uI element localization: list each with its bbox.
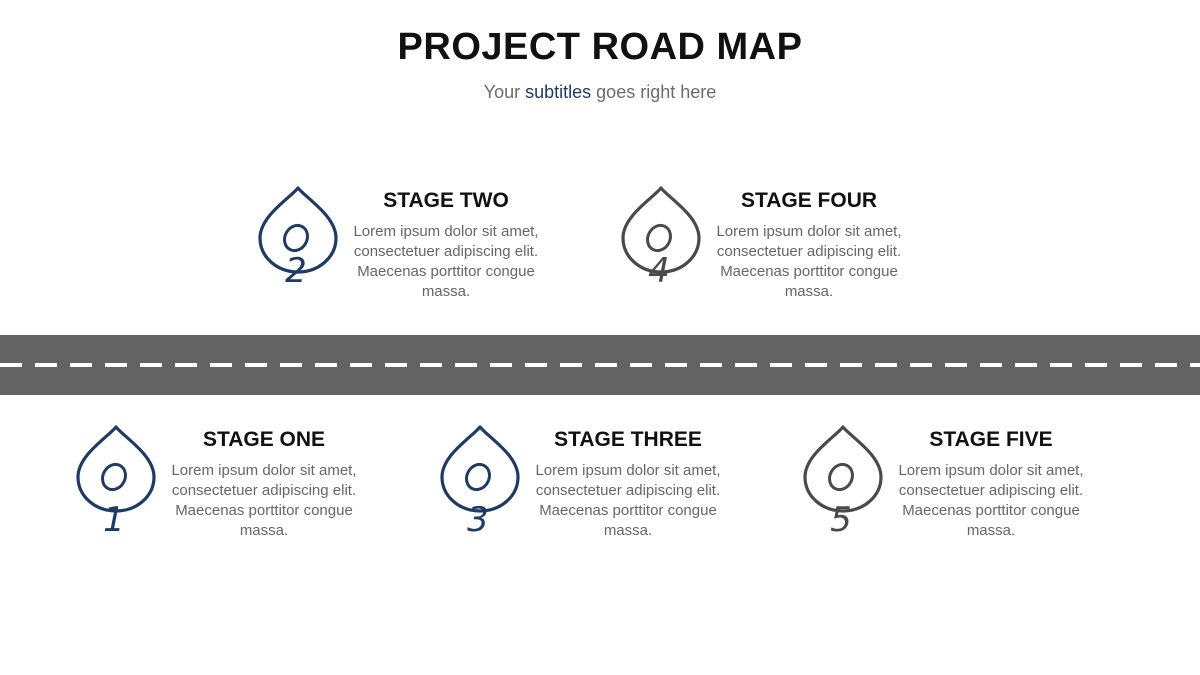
pin-zero-glyph [101,462,127,492]
subtitle-suffix: goes right here [591,82,717,102]
stage-number: 1 [103,500,125,537]
pin-zero-glyph [646,223,672,253]
pin-zero-glyph [283,223,309,253]
stage-title: STAGE FOUR [740,189,878,212]
pin-outline [803,425,883,513]
stage-4: 4 STAGE FOUR Lorem ipsum dolor sit amet,… [621,186,951,316]
subtitle-prefix: Your [483,82,526,102]
location-pin-icon: 1 [76,425,156,537]
stage-number: 5 [830,500,852,537]
location-pin-icon: 3 [440,425,520,537]
stage-2: 2 STAGE TWO Lorem ipsum dolor sit amet, … [258,186,588,316]
stage-title: STAGE THREE [554,428,702,451]
stage-5: 5 STAGE FIVE Lorem ipsum dolor sit amet,… [803,425,1133,555]
stage-number: 4 [648,251,670,291]
road [0,335,1200,395]
stage-title: STAGE TWO [383,189,509,212]
stage-number: 3 [467,500,489,537]
pin-zero-glyph [828,462,854,492]
pin-outline [258,186,338,274]
page-subtitle: Your subtitles goes right here [0,82,1200,103]
stage-description: Lorem ipsum dolor sit amet, consectetuer… [353,223,539,300]
stage-title: STAGE FIVE [929,428,1053,451]
subtitle-accent: subtitles [525,82,592,102]
location-pin-icon: 2 [258,186,338,298]
stage-description: Lorem ipsum dolor sit amet, consectetuer… [171,462,357,539]
stage-description: Lorem ipsum dolor sit amet, consectetuer… [535,462,721,539]
stage-1: 1 STAGE ONE Lorem ipsum dolor sit amet, … [76,425,406,555]
stage-number: 2 [285,251,307,291]
stage-description: Lorem ipsum dolor sit amet, consectetuer… [716,223,902,300]
pin-outline [76,425,156,513]
road-lane-dashes [0,363,1200,367]
pin-zero-glyph [465,462,491,492]
page-title: PROJECT ROAD MAP [397,26,803,68]
location-pin-icon: 4 [621,186,701,298]
pin-outline [440,425,520,513]
stage-description: Lorem ipsum dolor sit amet, consectetuer… [898,462,1084,539]
stage-title: STAGE ONE [202,428,326,451]
pin-outline [621,186,701,274]
stage-3: 3 STAGE THREE Lorem ipsum dolor sit amet… [440,425,770,555]
location-pin-icon: 5 [803,425,883,537]
